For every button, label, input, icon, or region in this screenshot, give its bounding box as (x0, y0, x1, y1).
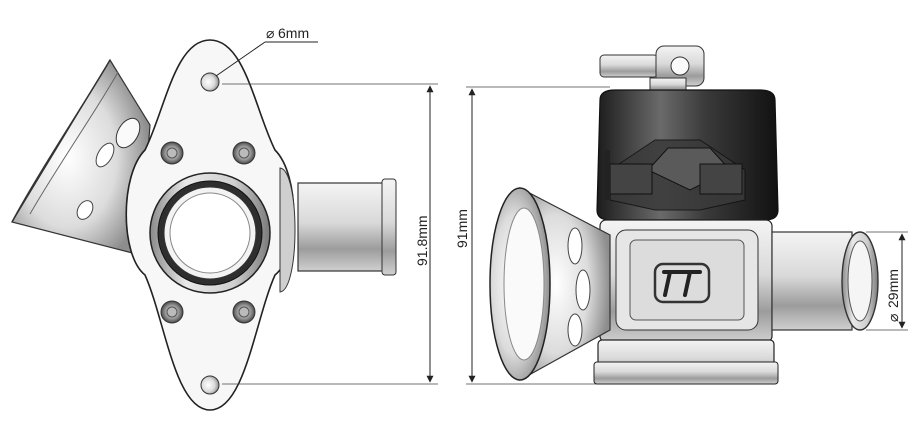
flange-view: ⌀ 6mm 91.8mm (11, 25, 438, 411)
valve-side-view: 91mm (454, 45, 908, 385)
outlet-diameter-symbol: ⌀ (885, 314, 901, 322)
turbosmart-logo (653, 262, 711, 304)
flange-height-dimension: 91.8mm (222, 83, 438, 385)
left-bell-trumpet (11, 58, 151, 256)
hole-diameter-symbol: ⌀ (266, 25, 274, 41)
outlet-diameter-dimension: ⌀ 29mm (866, 231, 908, 331)
central-port (149, 172, 271, 294)
flange-outlet-pipe (279, 167, 397, 293)
black-cap (596, 89, 779, 221)
valve-body (599, 219, 773, 343)
vacuum-nipple (599, 45, 705, 93)
outlet-diameter-label: 29mm (885, 269, 901, 308)
hole-diameter-label: 6mm (278, 25, 309, 41)
inlet-bell-trumpet (489, 187, 611, 382)
base-fitting (593, 339, 779, 385)
outlet-pipe (771, 231, 879, 331)
bolts (160, 141, 256, 324)
mount-hole-bottom (200, 375, 220, 395)
overall-height-label: 91mm (454, 209, 470, 248)
mount-hole-top (200, 72, 220, 92)
overall-height-dimension: 91mm (454, 86, 610, 385)
flange-height-label: 91.8mm (414, 215, 430, 266)
hole-diameter-callout: ⌀ 6mm (215, 25, 318, 77)
